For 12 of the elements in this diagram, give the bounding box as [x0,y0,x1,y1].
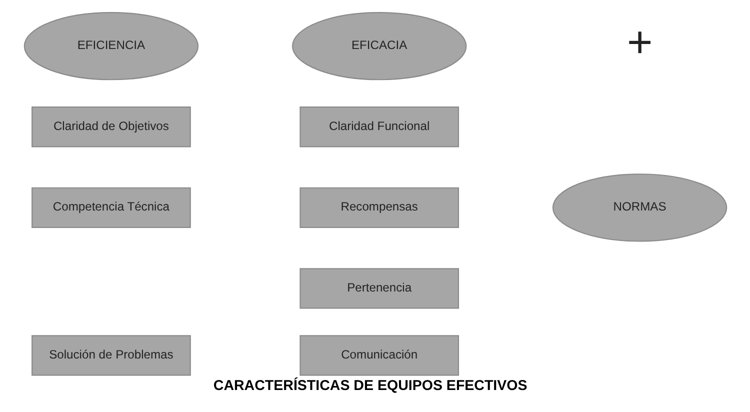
label: + [626,18,652,68]
node-box: Recompensas [299,187,459,228]
node-box: Competencia Técnica [31,187,190,228]
node-box: Comunicación [299,335,459,376]
node-box: Claridad Funcional [299,106,459,148]
node-box: Claridad de Objetivos [31,106,190,148]
node-ellipse: EFICACIA [291,12,466,80]
caption: CARACTERÍSTICAS DE EQUIPOS EFECTIVOS [212,378,527,394]
node-ellipse: NORMAS [552,174,727,242]
node-box: Solución de Problemas [31,335,190,376]
node-box: Pertenencia [299,268,459,309]
node-ellipse: EFICIENCIA [23,12,198,80]
